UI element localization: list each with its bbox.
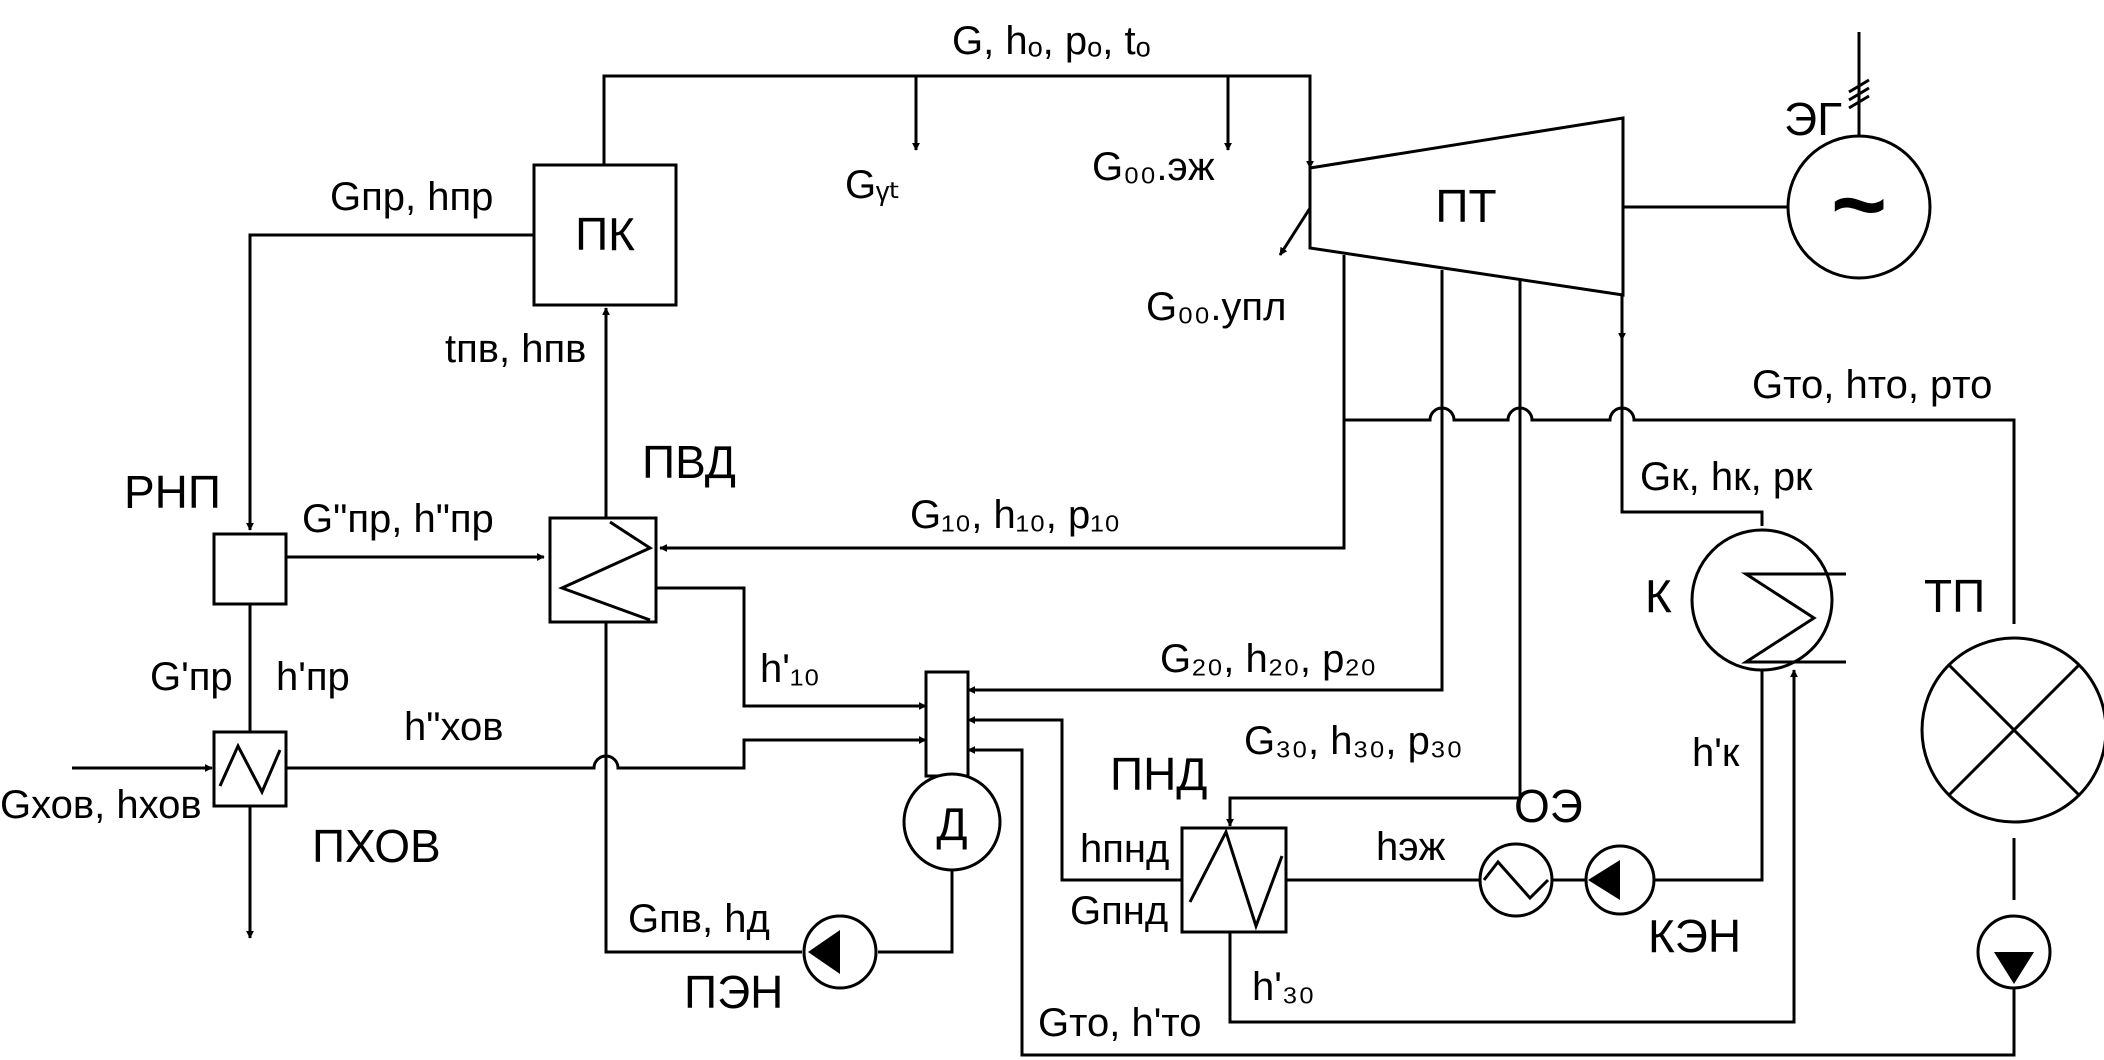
feedwater-pump-line (604, 620, 802, 954)
turbine[interactable]: ПТ (1308, 116, 1625, 297)
extraction-1-line (659, 255, 1346, 552)
feedwater-pump-flow-label: Gпв, hд (628, 897, 770, 941)
heat-consumer-label: ТП (1924, 570, 1985, 622)
seal-steam-leak (1278, 204, 1314, 256)
extraction-3-label: G₃₀, h₃₀, p₃₀ (1244, 719, 1463, 763)
purge-water-h-label: h'пр (276, 655, 350, 699)
pump-arrow-icon (1994, 952, 2034, 984)
heat-exchanger-coil-icon (218, 742, 282, 796)
hp-heater[interactable] (548, 516, 658, 624)
deaerator[interactable]: Д (902, 670, 1002, 872)
grid-tick (1848, 78, 1870, 94)
pump-arrow-icon (808, 930, 840, 974)
boiler[interactable]: ПК (532, 163, 678, 307)
condenser-tubes-icon (1740, 572, 1846, 664)
network-pump[interactable] (1976, 914, 2052, 990)
condenser-label: К (1645, 570, 1672, 622)
turbine-label: ПТ (1435, 180, 1496, 232)
grid-tick (1848, 86, 1870, 102)
pipe-network (72, 32, 2016, 1057)
deaerator-label: Д (936, 798, 967, 850)
main-steam-label: G, hₒ, pₒ, tₒ (952, 19, 1151, 63)
condenser-steam-label: Gк, hк, pк (1640, 455, 1813, 499)
boiler-label: ПК (575, 208, 635, 260)
heating-return-label: Gто, h'то (1038, 1001, 1201, 1045)
ejector-cooler[interactable] (1478, 842, 1554, 918)
exhaust-to-condenser (1620, 340, 1764, 526)
grid-tick (1848, 94, 1870, 110)
hp-heater-label: ПВД (642, 436, 736, 488)
lp-heater-out-g-label: Gпнд (1070, 889, 1168, 933)
condenser[interactable] (1690, 528, 1846, 672)
extraction-2-label: G₂₀, h₂₀, p₂₀ (1160, 637, 1376, 681)
drain-3-label: h'₃₀ (1252, 965, 1315, 1009)
heating-extraction-line (1344, 406, 2016, 624)
feedwater-label: tпв, hпв (445, 327, 586, 371)
blowdown-expander[interactable] (212, 532, 288, 606)
extraction-3-line (1226, 280, 1522, 827)
heat-exchanger-coil-icon (558, 520, 654, 622)
lp-drain-to-condenser (1228, 669, 1798, 1024)
ejector-out-label: hэж (1376, 825, 1446, 869)
purge-label: Gпр, hпр (330, 175, 493, 219)
main-steam-line (602, 74, 1314, 169)
generator-label: ЭГ (1784, 93, 1842, 145)
heat-consumer[interactable] (1920, 636, 2104, 824)
purge-steam-label: G"пр, h"пр (302, 497, 494, 541)
equipment-labels: ЭГ ПВД ПНД К ТП РНП ПХОВ ПЭН КЭН ОЭ (124, 93, 1985, 1018)
cross-icon (1947, 663, 2081, 797)
pump-arrow-icon (1588, 860, 1620, 900)
ejector-steam-label: G₀₀.эж (1092, 145, 1215, 189)
lp-heater[interactable] (1180, 826, 1288, 934)
seal-steam-label: G₀₀.упл (1146, 285, 1286, 329)
extraction-1-label: G₁₀, h₁₀, p₁₀ (910, 493, 1120, 537)
generator-symbol: ~ (1831, 151, 1887, 258)
ejector-cooler-label: ОЭ (1514, 780, 1583, 832)
drain-1-label: h'₁₀ (760, 647, 820, 691)
makeup-heater-label: ПХОВ (312, 820, 441, 872)
condensate-pump-label: КЭН (1648, 910, 1741, 962)
cooler-coil-icon (1482, 859, 1550, 901)
blowdown-label: Gᵧₜ (845, 163, 901, 207)
makeup-in-label: Gхов, hхов (0, 783, 202, 827)
condensate-label: h'к (1692, 731, 1740, 775)
lp-heater-to-deaerator (967, 716, 1182, 882)
hp-drain-to-deaerator (656, 586, 927, 710)
heat-exchanger-coil-icon (1188, 828, 1284, 931)
makeup-heater[interactable] (212, 730, 288, 808)
feed-pump-label: ПЭН (684, 966, 783, 1018)
expander-label: РНП (124, 466, 221, 518)
blowdown-to-expander (246, 233, 534, 531)
lp-heater-out-h-label: hпнд (1080, 827, 1169, 871)
lp-heater-label: ПНД (1110, 748, 1207, 800)
purge-water-g-label: G'пр (150, 655, 233, 699)
feed-pump[interactable] (802, 914, 878, 990)
deaerator-to-pump (878, 850, 954, 954)
makeup-heated-label: h"хов (404, 705, 504, 749)
heating-extraction-label: Gто, hто, pто (1752, 363, 1992, 407)
heating-return-line (967, 746, 2016, 1057)
condensate-pump[interactable] (1584, 844, 1656, 916)
condensate-line (1654, 660, 1764, 882)
generator[interactable]: ~ (1786, 134, 1932, 280)
flow-labels: G, hₒ, pₒ, tₒ Gᵧₜ G₀₀.эж G₀₀.упл tпв, hп… (0, 19, 1992, 1045)
makeup-to-deaerator (286, 736, 927, 770)
extraction-2-line (967, 270, 1444, 694)
